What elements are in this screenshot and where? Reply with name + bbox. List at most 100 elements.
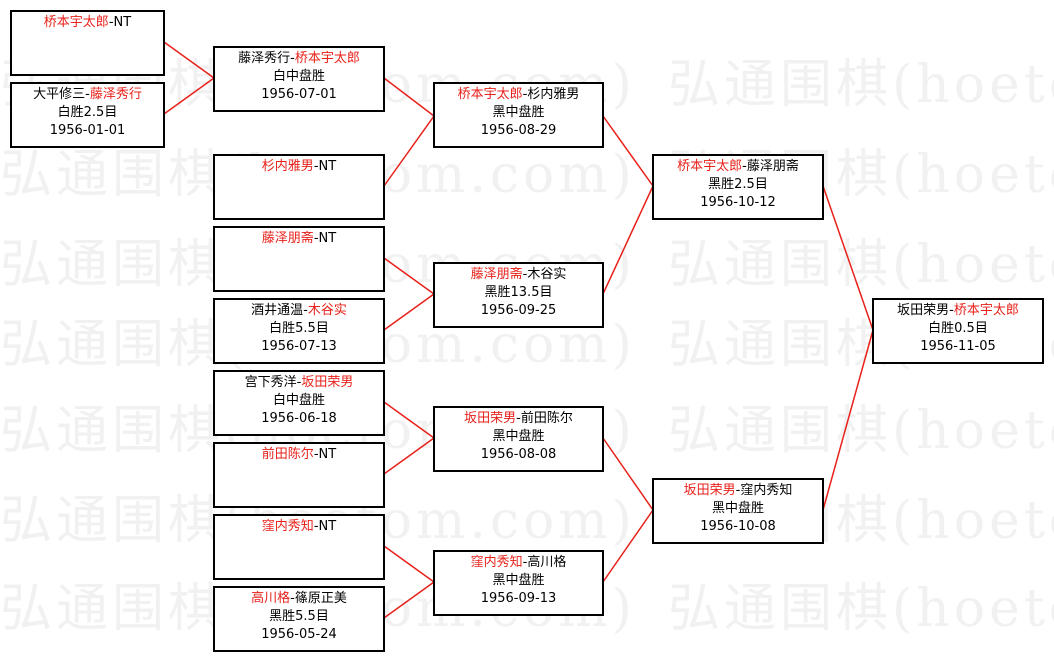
player-name: 大平修三 — [33, 87, 86, 102]
match-result: 白中盘胜 — [272, 69, 325, 84]
bracket-line — [383, 77, 435, 117]
player-separator: - — [313, 447, 319, 462]
match-result: 黑中盘胜 — [711, 501, 764, 516]
player-name: 藤泽秀行 — [89, 87, 142, 102]
player-name: 酒井通温 — [251, 303, 304, 318]
match-box-m12: 藤泽朋斋-木谷实 黑胜13.5目 1956-09-25 — [433, 262, 604, 328]
match-box-m5: 藤泽朋斋-NT — [213, 226, 385, 292]
bracket-line — [602, 509, 654, 583]
bracket-line — [383, 545, 435, 583]
player-separator: - — [290, 51, 295, 66]
player-separator: - — [949, 303, 954, 318]
player-name: 杉内雅男 — [527, 87, 580, 102]
match-date: 1956-06-18 — [261, 411, 337, 426]
match-players: 坂田荣男-窪内秀知 — [654, 482, 822, 500]
match-box-m10: 高川格-篠原正美 黑胜5.5目 1956-05-24 — [213, 586, 385, 652]
match-box-m2: 大平修三-藤泽秀行 白胜2.5目 1956-01-01 — [10, 82, 165, 148]
player-name: 坂田荣男 — [301, 375, 354, 390]
player-name: NT — [318, 447, 337, 462]
player-separator: - — [85, 87, 90, 102]
bracket-line — [383, 115, 435, 187]
player-name: 藤泽朋斋 — [261, 231, 314, 246]
player-name: 木谷实 — [527, 267, 567, 282]
bracket-line — [383, 581, 435, 619]
match-date: 1956-11-05 — [920, 339, 996, 354]
bracket-line — [383, 257, 435, 295]
match-box-m7: 宫下秀洋-坂田荣男 白中盘胜 1956-06-18 — [213, 370, 385, 436]
match-players: 大平修三-藤泽秀行 — [12, 86, 163, 104]
match-result: 黑中盘胜 — [492, 573, 545, 588]
match-result: 白胜0.5目 — [928, 321, 988, 336]
match-date: 1956-10-08 — [700, 519, 776, 534]
player-name: 桥本宇太郎 — [953, 303, 1019, 318]
player-name: 窪内秀知 — [740, 483, 793, 498]
match-box-m17: 坂田荣男-桥本宇太郎 白胜0.5目 1956-11-05 — [872, 298, 1044, 364]
match-players: 坂田荣男-前田陈尔 — [435, 410, 602, 428]
match-box-m14: 窪内秀知-高川格 黑中盘胜 1956-09-13 — [433, 550, 604, 616]
match-box-m16: 坂田荣男-窪内秀知 黑中盘胜 1956-10-08 — [652, 478, 824, 544]
match-result: 黑胜2.5目 — [708, 177, 768, 192]
bracket-line — [163, 77, 215, 115]
match-box-m8: 前田陈尔-NT — [213, 442, 385, 508]
match-players: 宫下秀洋-坂田荣男 — [215, 374, 383, 392]
match-date: 1956-09-13 — [480, 591, 557, 606]
bracket-line — [602, 115, 654, 187]
bracket-line — [602, 185, 654, 295]
player-name: 坂田荣男 — [897, 303, 950, 318]
match-players: 藤泽朋斋-木谷实 — [435, 266, 602, 284]
player-separator: - — [290, 591, 295, 606]
match-players: 桥本宇太郎-藤泽朋斋 — [654, 158, 822, 176]
player-separator: - — [522, 555, 528, 570]
bracket-line — [383, 401, 435, 439]
player-name: NT — [113, 15, 132, 30]
bracket-line — [822, 329, 874, 511]
player-name: NT — [318, 519, 337, 534]
player-name: 高川格 — [527, 555, 567, 570]
player-name: 前田陈尔 — [520, 411, 573, 426]
player-name: 桥本宇太郎 — [43, 15, 109, 30]
bracket-line — [383, 437, 435, 475]
player-separator: - — [303, 303, 308, 318]
match-box-m4: 杉内雅男-NT — [213, 154, 385, 220]
player-separator: - — [742, 159, 747, 174]
player-separator: - — [296, 375, 302, 390]
match-players: 藤泽秀行-桥本宇太郎 — [215, 50, 383, 68]
match-date: 1956-07-01 — [261, 87, 337, 102]
match-players: 桥本宇太郎-杉内雅男 — [435, 86, 602, 104]
player-name: NT — [318, 159, 337, 174]
match-box-m15: 桥本宇太郎-藤泽朋斋 黑胜2.5目 1956-10-12 — [652, 154, 824, 220]
player-name: 藤泽朋斋 — [746, 159, 799, 174]
player-name: 桥本宇太郎 — [294, 51, 360, 66]
match-result: 白胜2.5目 — [57, 105, 118, 120]
player-name: 篠原正美 — [294, 591, 347, 606]
match-result: 黑胜13.5目 — [484, 285, 553, 300]
player-separator: - — [313, 159, 319, 174]
match-date: 1956-10-12 — [700, 195, 776, 210]
player-separator: - — [522, 87, 528, 102]
player-name: 高川格 — [251, 591, 291, 606]
player-name: 前田陈尔 — [261, 447, 314, 462]
player-separator: - — [516, 411, 521, 426]
player-name: 窪内秀知 — [261, 519, 314, 534]
match-box-m6: 酒井通温-木谷实 白胜5.5目 1956-07-13 — [213, 298, 385, 364]
player-name: 藤泽秀行 — [238, 51, 291, 66]
match-players: 桥本宇太郎-NT — [12, 14, 163, 32]
bracket-line — [602, 437, 654, 511]
match-players: 藤泽朋斋-NT — [215, 230, 383, 248]
bracket-line — [163, 41, 215, 79]
player-separator: - — [108, 15, 114, 30]
match-box-m9: 窪内秀知-NT — [213, 514, 385, 580]
match-date: 1956-01-01 — [49, 123, 126, 138]
match-box-m1: 桥本宇太郎-NT — [10, 10, 165, 76]
match-players: 酒井通温-木谷实 — [215, 302, 383, 320]
player-name: 桥本宇太郎 — [677, 159, 743, 174]
match-result: 黑中盘胜 — [492, 429, 545, 444]
match-players: 高川格-篠原正美 — [215, 590, 383, 608]
match-date: 1956-08-08 — [480, 447, 557, 462]
match-players: 窪内秀知-NT — [215, 518, 383, 536]
player-name: 坂田荣男 — [464, 411, 517, 426]
match-box-m3: 藤泽秀行-桥本宇太郎 白中盘胜 1956-07-01 — [213, 46, 385, 112]
player-name: 木谷实 — [307, 303, 347, 318]
match-players: 窪内秀知-高川格 — [435, 554, 602, 572]
